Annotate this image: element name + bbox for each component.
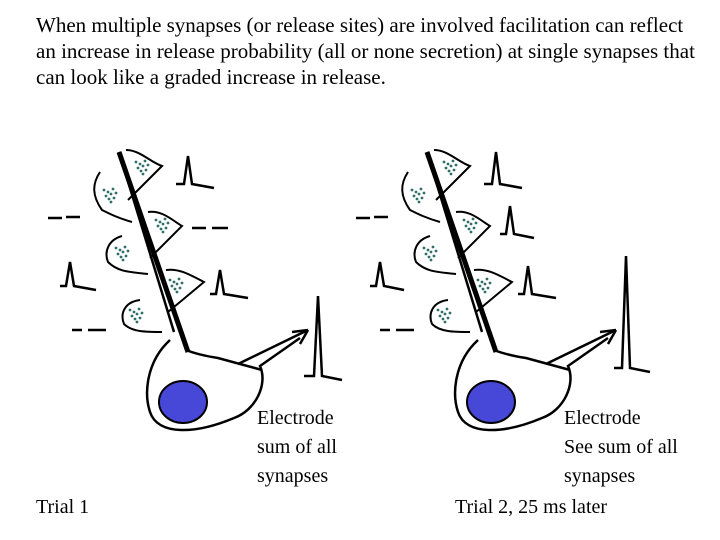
electrode-label-2: Electrode See sum of all synapses [564,404,678,491]
electrode-label-2-line-2: See sum of all [564,436,678,458]
electrode-label-1-line-3: synapses [257,465,329,487]
nucleus-2 [466,380,516,424]
slide-heading: When multiple synapses (or release sites… [36,13,695,89]
electrode-label-1-line-1: Electrode [257,407,334,429]
neuron-panel-1 [48,150,342,430]
trial-1-label: Trial 1 [36,496,90,518]
trial-2-label: Trial 2, 25 ms later [455,496,608,518]
electrode-label-1: Electrode sum of all synapses [257,404,337,491]
electrode-label-2-line-3: synapses [564,465,636,487]
electrode-label-1-line-2: sum of all [257,436,337,458]
electrode-label-2-line-1: Electrode [564,407,641,429]
